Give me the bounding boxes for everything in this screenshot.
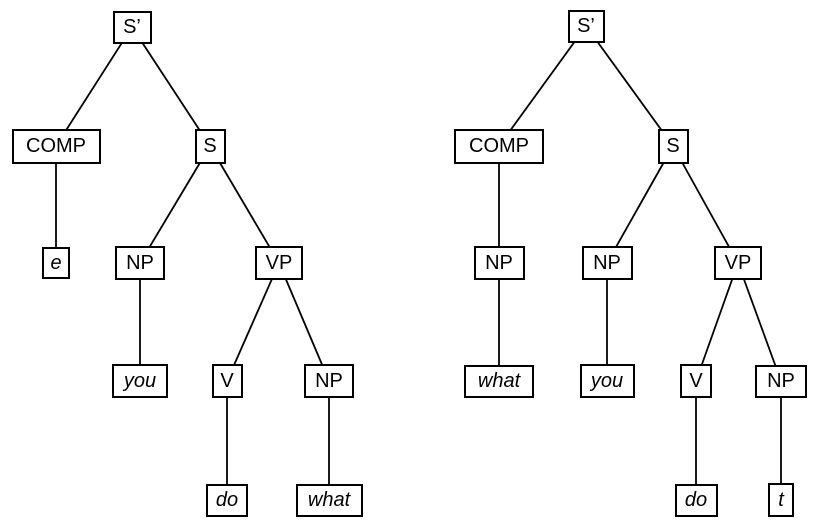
tree-edge-sbar-s — [131, 26, 211, 147]
tree-edge-vp-v — [226, 262, 280, 382]
tree-edge-vp-v — [695, 262, 739, 382]
tree-node-right-tree-you: you — [579, 364, 635, 398]
tree-edge-vp-np2 — [737, 262, 782, 382]
tree-node-left-tree-comp: COMP — [11, 128, 101, 164]
tree-edge-s-np1 — [606, 145, 674, 264]
tree-node-left-tree-do: do — [206, 483, 248, 517]
tree-edge-s-vp — [672, 145, 739, 264]
tree-node-left-tree-np2: NP — [304, 364, 354, 398]
tree-node-right-tree-np2: NP — [755, 364, 807, 398]
tree-node-right-tree-t: t — [768, 483, 794, 517]
tree-node-right-tree-np0: NP — [473, 246, 525, 280]
tree-edge-vp-np2 — [278, 262, 330, 382]
tree-node-left-tree-s: S — [194, 128, 226, 164]
tree-node-left-tree-sbar: S’ — [112, 10, 152, 44]
tree-edge-sbar-comp — [55, 26, 133, 147]
tree-node-right-tree-v: V — [680, 364, 712, 398]
tree-edge-sbar-s — [585, 25, 674, 147]
tree-node-right-tree-vp: VP — [714, 246, 762, 280]
tree-edge-sbar-comp — [498, 25, 587, 147]
tree-edge-s-np1 — [139, 145, 211, 264]
tree-node-left-tree-e: e — [42, 247, 70, 279]
tree-node-left-tree-np1: NP — [115, 246, 165, 280]
tree-node-right-tree-np1: NP — [581, 246, 633, 280]
tree-node-left-tree-you: you — [112, 364, 168, 398]
tree-node-right-tree-sbar: S’ — [567, 9, 605, 43]
tree-node-right-tree-do: do — [674, 483, 718, 517]
tree-node-left-tree-vp: VP — [255, 246, 303, 280]
tree-node-left-tree-what: what — [295, 483, 363, 517]
tree-node-right-tree-comp: COMP — [454, 128, 544, 164]
tree-edge-s-vp — [209, 145, 280, 264]
tree-node-left-tree-v: V — [211, 364, 243, 398]
tree-node-right-tree-what: what — [464, 364, 534, 398]
tree-node-right-tree-s: S — [657, 128, 689, 164]
